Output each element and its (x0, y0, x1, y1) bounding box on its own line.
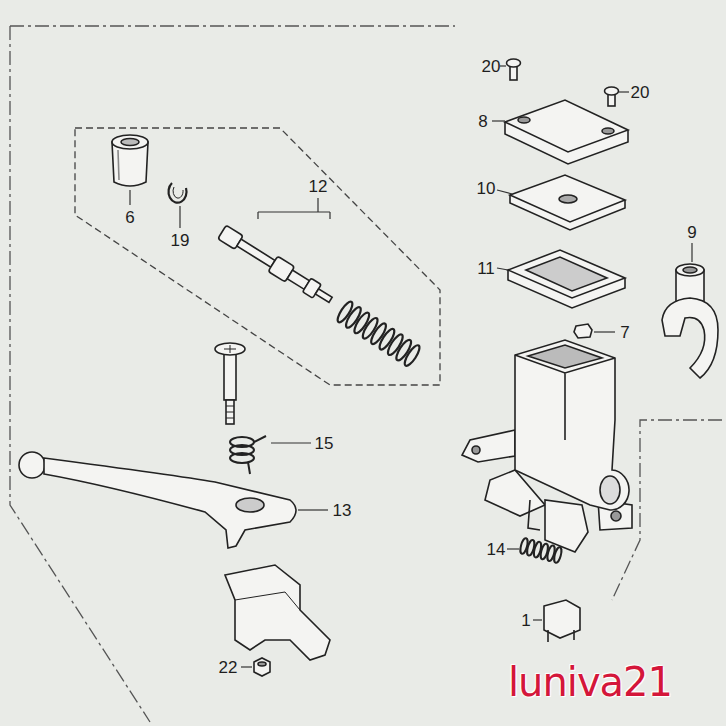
leader-line (271, 442, 311, 443)
part-drawing (472, 446, 480, 454)
leader-line (130, 66, 692, 667)
callout-number: 7 (620, 324, 629, 341)
part-drawing (600, 476, 620, 504)
part-drawing (230, 453, 254, 463)
part-drawing (462, 430, 515, 462)
part-drawing (519, 537, 563, 563)
frame-line (10, 26, 150, 722)
leader-line (619, 91, 629, 92)
part-drawing (226, 406, 234, 418)
part-drawing (226, 400, 234, 424)
part-drawing (548, 630, 574, 642)
part-drawing (510, 175, 625, 222)
set-outline (75, 128, 440, 385)
part-drawing (217, 224, 335, 307)
part-drawing (230, 436, 266, 474)
callout-number: 19 (171, 232, 190, 249)
leader-line (492, 120, 505, 121)
part-drawing (611, 511, 621, 521)
part-drawing (559, 195, 577, 203)
part-drawing (605, 87, 619, 95)
part-drawing (528, 500, 540, 530)
part-drawing (112, 135, 148, 149)
callout-number: 15 (315, 435, 334, 452)
part-drawing (169, 183, 187, 203)
callout-number: 11 (477, 260, 495, 277)
part-drawing (683, 267, 697, 273)
leader-line (129, 190, 130, 205)
callout-number: 9 (687, 224, 696, 241)
part-drawing (574, 324, 592, 338)
callout-number: 6 (125, 209, 134, 226)
part-drawing (224, 345, 236, 353)
part-drawing (19, 59, 718, 676)
part-drawing (235, 592, 300, 610)
leader-line (691, 243, 692, 262)
part-drawing (545, 500, 588, 552)
callout-number: 12 (309, 178, 328, 195)
part-drawing (402, 343, 422, 367)
part-drawing (258, 662, 266, 666)
part-drawing (118, 150, 119, 180)
part-drawing (662, 298, 718, 378)
part-drawing (602, 128, 614, 134)
set-bracket (258, 198, 330, 219)
callout-number: 1 (521, 612, 530, 629)
part-drawing (518, 117, 530, 123)
callout-number: 8 (478, 113, 487, 130)
leader-line (298, 509, 328, 510)
leader-line (507, 548, 519, 549)
callout-number: 10 (477, 180, 496, 197)
part-drawing (237, 239, 275, 267)
frame-line (10, 26, 722, 722)
part-drawing (553, 547, 563, 564)
watermark: luniva21 (508, 662, 672, 702)
part-drawing (248, 436, 266, 474)
leader-line (497, 268, 508, 270)
part-drawing (526, 257, 607, 291)
part-drawing (254, 658, 270, 676)
leader-line (533, 619, 542, 620)
part-drawing (224, 350, 236, 400)
part-drawing (515, 340, 629, 510)
part-drawing (173, 187, 183, 198)
part-drawing (315, 289, 332, 303)
leader-line (241, 666, 252, 667)
callout-number: 22 (219, 659, 238, 676)
part-drawing (507, 59, 521, 67)
leader-line (500, 65, 506, 66)
part-drawing (121, 139, 139, 146)
part-drawing (44, 458, 296, 548)
part-drawing (215, 343, 245, 355)
leader-line (179, 206, 180, 228)
leader-line (594, 331, 615, 332)
part-drawing (508, 250, 625, 298)
callout-number: 20 (482, 58, 501, 75)
part-drawing (335, 300, 422, 368)
part-drawing (19, 452, 45, 478)
frame-line (10, 25, 455, 26)
part-drawing (528, 345, 602, 368)
callout-number: 14 (487, 541, 506, 558)
leader-line (497, 190, 512, 194)
callout-number: 20 (631, 84, 650, 101)
callout-number: 13 (333, 502, 352, 519)
part-drawing (236, 498, 264, 512)
part-drawing (225, 565, 330, 660)
part-drawing (505, 100, 628, 152)
part-drawing (676, 264, 704, 276)
